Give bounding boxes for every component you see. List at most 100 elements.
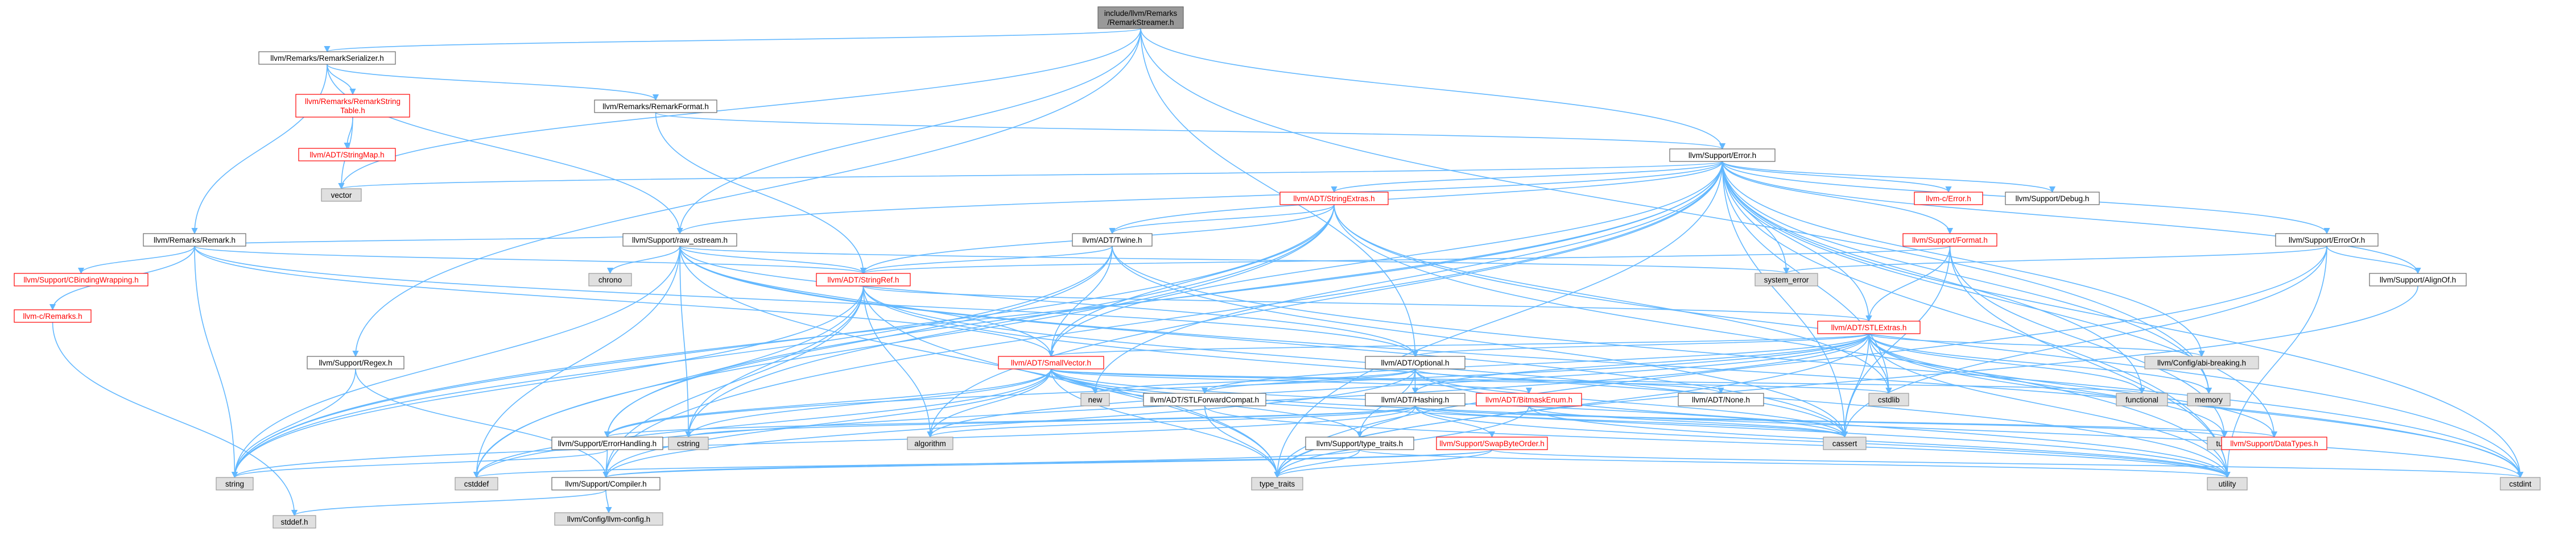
- node-llvmc_error[interactable]: llvm-c/Error.h: [1914, 192, 1983, 205]
- node-algorithm[interactable]: algorithm: [907, 437, 953, 450]
- edge-swapbyteorder-to-cstddef: [473, 449, 1493, 479]
- node-functional[interactable]: functional: [2116, 393, 2168, 406]
- edge-hashing-to-swapbyteorder: [1414, 405, 1496, 438]
- edge-error-to-new: [1092, 161, 1723, 394]
- node-smallvector[interactable]: llvm/ADT/SmallVector.h: [998, 356, 1104, 369]
- node-box: [2005, 192, 2100, 205]
- node-optional[interactable]: llvm/ADT/Optional.h: [1365, 356, 1465, 369]
- node-errorhandling[interactable]: llvm/Support/ErrorHandling.h: [551, 437, 663, 450]
- node-label: vector: [331, 191, 352, 200]
- node-llvmc_remarks[interactable]: llvm-c/Remarks.h: [14, 309, 92, 323]
- edge-error-to-vector: [338, 161, 1723, 190]
- node-label: chrono: [598, 276, 622, 284]
- node-cassert[interactable]: cassert: [1823, 437, 1867, 450]
- edge-error-to-cassert: [1722, 161, 1848, 438]
- header-nodes: include/llvm/Remarks/RemarkStreamer.h llv…: [14, 6, 2541, 529]
- node-stringextras[interactable]: llvm/ADT/StringExtras.h: [1279, 192, 1389, 205]
- node-vector[interactable]: vector: [321, 188, 362, 202]
- node-debug[interactable]: llvm/Support/Debug.h: [2005, 192, 2100, 205]
- edge-smallvector-to-type_traits: [1050, 368, 1281, 479]
- node-box: [2500, 477, 2541, 491]
- edge-error-to-smallvector: [1047, 161, 1723, 358]
- edge-error-to-cstdint: [1722, 161, 2524, 479]
- node-compiler[interactable]: llvm/Support/Compiler.h: [551, 477, 660, 491]
- node-datatypes[interactable]: llvm/Support/DataTypes.h: [2221, 437, 2327, 450]
- node-twine[interactable]: llvm/ADT/Twine.h: [1072, 233, 1153, 247]
- node-alignof[interactable]: llvm/Support/AlignOf.h: [2369, 273, 2467, 286]
- node-type_traits[interactable]: type_traits: [1251, 477, 1303, 491]
- node-cstring[interactable]: cstring: [668, 437, 709, 450]
- node-swapbyteorder[interactable]: llvm/Support/SwapByteOrder.h: [1436, 437, 1548, 450]
- node-label: llvm/Support/ErrorHandling.h: [558, 439, 657, 448]
- edge-rawostream-to-cstddef: [473, 246, 680, 479]
- node-label: llvm/Support/Regex.h: [319, 359, 392, 367]
- node-box: [2116, 393, 2168, 406]
- node-label: system_error: [1764, 276, 1809, 284]
- edge-root-to-regex: [352, 28, 1141, 358]
- node-utility[interactable]: utility: [2207, 477, 2248, 491]
- edge-rawostream-to-cstring: [679, 246, 692, 438]
- node-box: [1097, 6, 1184, 29]
- edge-optional-to-stlforwardcompat: [1202, 368, 1416, 394]
- node-remarkserializer[interactable]: llvm/Remarks/RemarkSerializer.h: [258, 51, 396, 65]
- edge-stringref-to-type_traits: [862, 285, 1281, 479]
- node-cstddef[interactable]: cstddef: [455, 477, 498, 491]
- node-remarkformat[interactable]: llvm/Remarks/RemarkFormat.h: [594, 99, 717, 113]
- node-label: llvm/Config/llvm-config.h: [567, 515, 650, 524]
- node-box: [295, 94, 410, 118]
- node-error[interactable]: llvm/Support/Error.h: [1669, 148, 1776, 162]
- node-hashing[interactable]: llvm/ADT/Hashing.h: [1365, 393, 1465, 406]
- edge-error-to-format: [1722, 161, 1954, 235]
- node-memory[interactable]: memory: [2187, 393, 2231, 406]
- node-chrono[interactable]: chrono: [588, 273, 632, 286]
- edge-erroror-to-system_error: [1783, 246, 2327, 275]
- node-attrbreaking[interactable]: llvm/Config/abi-breaking.h: [2144, 356, 2259, 369]
- node-box: [1365, 356, 1465, 369]
- node-llvmconfig[interactable]: llvm/Config/llvm-config.h: [554, 512, 663, 526]
- node-stlforwardcompat[interactable]: llvm/ADT/STLForwardCompat.h: [1143, 393, 1266, 406]
- node-box: [554, 512, 663, 526]
- edge-rawostream-to-type_traits: [679, 246, 1281, 479]
- node-label: utility: [2219, 480, 2236, 488]
- node-box: [816, 273, 911, 286]
- node-stddef[interactable]: stddef.h: [273, 515, 316, 529]
- edge-hashing-to-errorhandling: [604, 405, 1416, 438]
- node-stringref[interactable]: llvm/ADT/StringRef.h: [816, 273, 911, 286]
- node-regex[interactable]: llvm/Support/Regex.h: [307, 356, 404, 369]
- edge-llvmc_remarks-to-stddef: [52, 322, 298, 517]
- node-label: llvm/ADT/StringRef.h: [827, 276, 899, 284]
- node-cbinding[interactable]: llvm/Support/CBindingWrapping.h: [14, 273, 148, 286]
- node-label: llvm/Support/DataTypes.h: [2230, 439, 2318, 448]
- node-label: llvm/ADT/SmallVector.h: [1011, 359, 1091, 367]
- node-label: llvm/ADT/StringMap.h: [309, 151, 384, 159]
- node-cstdlib[interactable]: cstdlib: [1868, 393, 1909, 406]
- edge-rawostream-to-cassert: [679, 246, 1848, 438]
- node-string[interactable]: string: [216, 477, 254, 491]
- node-system_error[interactable]: system_error: [1755, 273, 1818, 286]
- edge-rawostream-to-system_error: [679, 246, 1789, 275]
- node-rawostream[interactable]: llvm/Support/raw_ostream.h: [622, 233, 737, 247]
- node-new[interactable]: new: [1080, 393, 1110, 406]
- node-box: [307, 356, 404, 369]
- node-root[interactable]: include/llvm/Remarks/RemarkStreamer.h: [1097, 6, 1184, 29]
- node-stlextras[interactable]: llvm/ADT/STLExtras.h: [1817, 321, 1921, 334]
- node-typetraits_llvm[interactable]: llvm/Support/type_traits.h: [1305, 437, 1414, 450]
- node-label: /RemarkStreamer.h: [1107, 18, 1174, 27]
- node-bitmaskenum[interactable]: llvm/ADT/BitmaskEnum.h: [1476, 393, 1582, 406]
- edge-stringextras-to-twine: [1109, 204, 1335, 235]
- edge-optional-to-compiler: [602, 368, 1416, 479]
- node-none[interactable]: llvm/ADT/None.h: [1678, 393, 1764, 406]
- edge-optional-to-utility: [1414, 368, 2231, 479]
- node-remark[interactable]: llvm/Remarks/Remark.h: [143, 233, 246, 247]
- edge-optional-to-none: [1414, 368, 1724, 394]
- node-label: llvm/ADT/BitmaskEnum.h: [1485, 396, 1572, 404]
- node-format[interactable]: llvm/Support/Format.h: [1902, 233, 1997, 247]
- node-box: [1476, 393, 1582, 406]
- node-erroror[interactable]: llvm/Support/ErrorOr.h: [2275, 233, 2379, 247]
- edge-compiler-to-stddef: [291, 489, 606, 517]
- node-label: string: [225, 480, 244, 488]
- edge-stlextras-to-smallvector: [1048, 333, 1869, 358]
- node-stringmap[interactable]: llvm/ADT/StringMap.h: [298, 148, 396, 161]
- node-cstdint[interactable]: cstdint: [2500, 477, 2541, 491]
